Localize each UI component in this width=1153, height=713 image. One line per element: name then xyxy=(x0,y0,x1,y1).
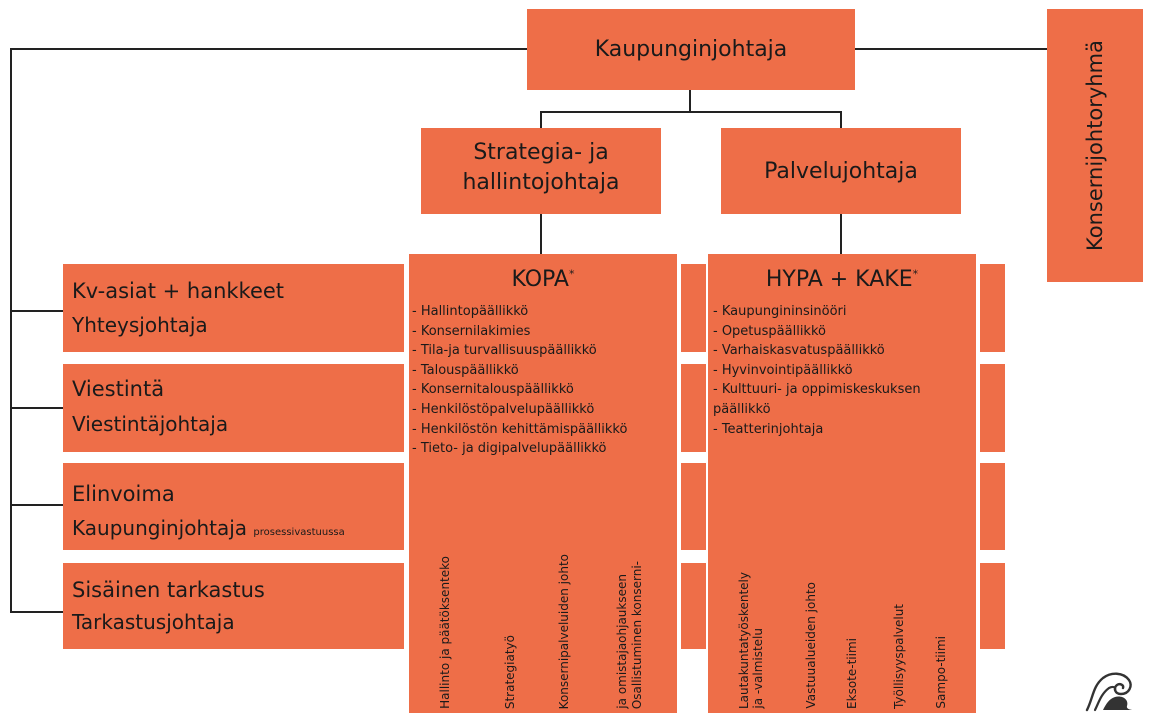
side-unit-title: Viestintä xyxy=(72,377,165,401)
connector-split-horizontal xyxy=(540,111,841,113)
hypa-role-list: - Kaupungininsinööri - Opetuspäällikkö -… xyxy=(713,302,975,439)
side-unit-subtitle: Viestintäjohtaja xyxy=(72,412,229,436)
list-item: - Tieto- ja digipalvelupäällikkö xyxy=(412,441,607,457)
connector-ceo-down xyxy=(689,90,691,112)
strip-hypa-4 xyxy=(980,563,1005,649)
kopa-title: KOPA* xyxy=(511,267,575,292)
list-item: - Hyvinvointipäällikkö xyxy=(713,362,853,378)
wave-logo-icon xyxy=(1085,672,1133,712)
strip-hypa-3 xyxy=(980,463,1005,550)
list-item: - Kulttuuri- ja oppimiskeskuksen päällik… xyxy=(713,382,921,417)
side-unit-1: Kv-asiat + hankkeet Yhteysjohtaja xyxy=(63,264,404,352)
list-item: - Tila-ja turvallisuuspäällikkö xyxy=(412,343,597,359)
list-item: - Opetuspäällikkö xyxy=(713,323,826,339)
hypa-function: Vastuualueiden johto xyxy=(804,582,818,709)
connector-left-horizontal xyxy=(10,48,528,50)
hypa-function: Lautakuntatyöskentely xyxy=(737,572,751,709)
strategy-label-line1: Strategia- ja xyxy=(473,140,609,165)
service-box: Palvelujohtaja xyxy=(721,128,961,214)
side-unit-subtitle: Yhteysjohtaja xyxy=(72,313,208,337)
list-item: - Konsernilakimies xyxy=(412,323,531,339)
connector-service-down xyxy=(840,213,842,255)
side-unit-title: Elinvoima xyxy=(72,482,175,506)
hypa-function: Työllisyyspalvelut xyxy=(892,603,906,709)
kopa-function: Strategiatyö xyxy=(503,634,517,709)
list-item: - Henkilöstön kehittämispäällikkö xyxy=(412,421,628,437)
list-item: - Hallintopäällikkö xyxy=(412,304,529,319)
hypa-function: Sampo-tiimi xyxy=(934,636,948,709)
connector-service-up xyxy=(840,111,842,129)
side-unit-2: Viestintä Viestintäjohtaja xyxy=(63,364,404,452)
list-item: - Henkilöstöpalvelupäällikkö xyxy=(412,401,595,417)
kopa-box: KOPA* - Hallintopäällikkö - Konsernilaki… xyxy=(409,254,677,713)
hypa-function: ja -valmistelu xyxy=(751,628,765,709)
strip-hypa-1 xyxy=(980,264,1005,352)
strip-kopa-3 xyxy=(681,463,706,550)
connector-branch-1 xyxy=(10,310,64,312)
hypa-box: HYPA + KAKE* - Kaupungininsinööri - Opet… xyxy=(708,254,976,713)
connector-left-vertical xyxy=(10,48,12,613)
connector-branch-4 xyxy=(10,611,64,613)
list-item: - Talouspäällikkö xyxy=(412,362,519,378)
connector-strategy-down xyxy=(540,213,542,255)
list-item: - Varhaiskasvatuspäällikkö xyxy=(713,343,885,359)
strip-hypa-2 xyxy=(980,364,1005,452)
strategy-box: Strategia- ja hallintojohtaja xyxy=(421,128,661,214)
connector-branch-3 xyxy=(10,504,64,506)
service-label: Palvelujohtaja xyxy=(764,158,918,184)
side-unit-title: Sisäinen tarkastus xyxy=(72,578,265,602)
kopa-function: ja omistajaohjaukseen xyxy=(615,574,629,709)
side-unit-note: prosessivastuussa xyxy=(253,527,345,538)
list-item: - Konsernitalouspäällikkö xyxy=(412,382,574,398)
strategy-label-line2: hallintojohtaja xyxy=(462,170,620,195)
side-unit-subtitle: Tarkastusjohtaja xyxy=(72,610,235,634)
hypa-title: HYPA + KAKE* xyxy=(765,267,919,292)
kopa-function: Hallinto ja päätöksenteko xyxy=(438,556,452,709)
kopa-role-list: - Hallintopäällikkö - Konsernilakimies -… xyxy=(412,302,677,459)
group-label: Konsernijohtoryhmä xyxy=(1083,40,1107,251)
strip-kopa-1 xyxy=(681,264,706,352)
side-unit-4: Sisäinen tarkastus Tarkastusjohtaja xyxy=(63,563,404,649)
connector-strategy-up xyxy=(540,111,542,129)
list-item: - Kaupungininsinööri xyxy=(713,304,847,319)
hypa-function: Eksote-tiimi xyxy=(845,638,859,709)
strip-kopa-2 xyxy=(681,364,706,452)
side-unit-subtitle: Kaupunginjohtaja xyxy=(72,516,248,540)
list-item: - Teatterinjohtaja xyxy=(713,421,824,437)
group-box: Konsernijohtoryhmä xyxy=(1047,9,1143,282)
connector-branch-2 xyxy=(10,407,64,409)
ceo-label: Kaupunginjohtaja xyxy=(594,37,788,62)
ceo-box: Kaupunginjohtaja xyxy=(527,9,855,90)
connector-right-horizontal xyxy=(855,48,1048,50)
side-unit-3: Elinvoima Kaupunginjohtaja prosessivastu… xyxy=(63,463,404,550)
kopa-function: Osallistuminen konserni- xyxy=(630,560,644,709)
kopa-function: Konsernipalveluiden johto xyxy=(557,553,571,709)
strip-kopa-4 xyxy=(681,563,706,649)
side-unit-title: Kv-asiat + hankkeet xyxy=(72,279,285,303)
